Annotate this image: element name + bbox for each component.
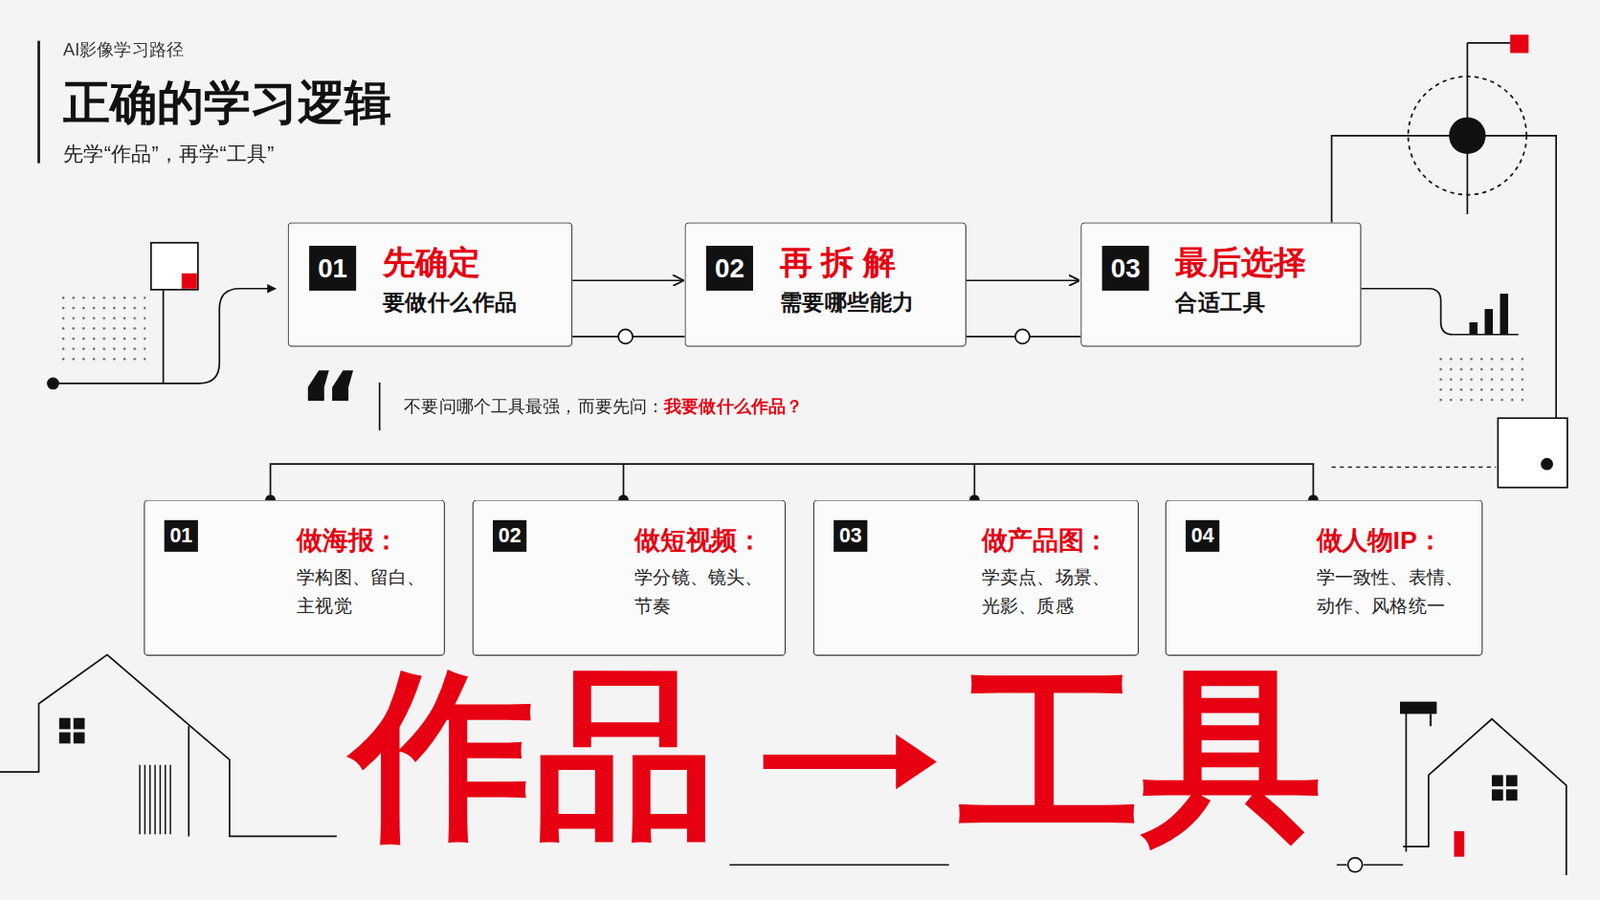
node-body: 要做什么作品 xyxy=(382,288,559,318)
node-heading: 做产品图： xyxy=(981,523,1126,557)
number-badge: 03 xyxy=(1102,245,1150,291)
node-body: 合适工具 xyxy=(1175,288,1348,318)
node-heading: 做人物IP： xyxy=(1316,523,1470,557)
step-box: 02 再 拆 解需要哪些能力 xyxy=(685,222,967,347)
flow-arrow xyxy=(572,279,683,282)
decor-fills xyxy=(46,34,1554,872)
step-box: 03 最后选择合适工具 xyxy=(1080,222,1361,347)
kicker-text: AI影像学习路径 xyxy=(63,39,184,63)
big-word: 工具 xyxy=(958,665,1323,847)
node-heading: 做海报： xyxy=(296,523,432,557)
number-badge: 02 xyxy=(492,520,527,553)
decor-lines xyxy=(0,41,1568,876)
example-box: 04 做人物IP： 学一致性、表情、动作、风格统一 xyxy=(1165,500,1484,657)
number-badge: 04 xyxy=(1185,520,1220,553)
stripe-lines xyxy=(139,765,171,836)
quote-text: 不要问哪个工具最强，而要先问： xyxy=(403,396,665,420)
example-box: 03 做产品图： 学卖点、场景、光影、质感 xyxy=(813,500,1139,657)
node-body: 学卖点、场景、光影、质感 xyxy=(981,562,1115,622)
example-box: 01 做海报： 学构图、留白、主视觉 xyxy=(143,500,445,657)
node-body: 学分镜、镜头、节奏 xyxy=(634,562,768,622)
example-box: 02 做短视频： 学分镜、镜头、节奏 xyxy=(472,500,786,657)
stripe xyxy=(164,765,166,836)
node-body: 学一致性、表情、动作、风格统一 xyxy=(1316,562,1470,622)
number-badge: 02 xyxy=(706,245,754,291)
quote-highlight: 我要做什么作品？ xyxy=(664,396,803,420)
node-heading: 先确定 xyxy=(382,242,559,284)
node-body: 学构图、留白、主视觉 xyxy=(296,562,430,622)
node-heading: 最后选择 xyxy=(1175,242,1348,284)
stripe xyxy=(159,765,161,836)
node-heading: 再 拆 解 xyxy=(779,242,954,284)
big-word: 作品 xyxy=(352,665,716,847)
subtitle: 先学“作品”，再学“工具” xyxy=(63,140,274,168)
node-heading: 做短视频： xyxy=(634,523,773,557)
stripe xyxy=(169,765,171,836)
stripe xyxy=(138,765,140,836)
page-title: 正确的学习逻辑 xyxy=(63,71,392,135)
node-body: 需要哪些能力 xyxy=(779,288,954,318)
stripe xyxy=(144,765,146,836)
step-box: 01 先确定要做什么作品 xyxy=(288,222,574,347)
number-badge: 03 xyxy=(833,520,867,553)
stripe xyxy=(149,765,151,836)
stripe xyxy=(154,765,156,836)
number-badge: 01 xyxy=(309,245,356,291)
number-badge: 01 xyxy=(164,520,199,553)
flow-arrow xyxy=(966,279,1079,282)
quote-mark: “ xyxy=(297,358,362,457)
